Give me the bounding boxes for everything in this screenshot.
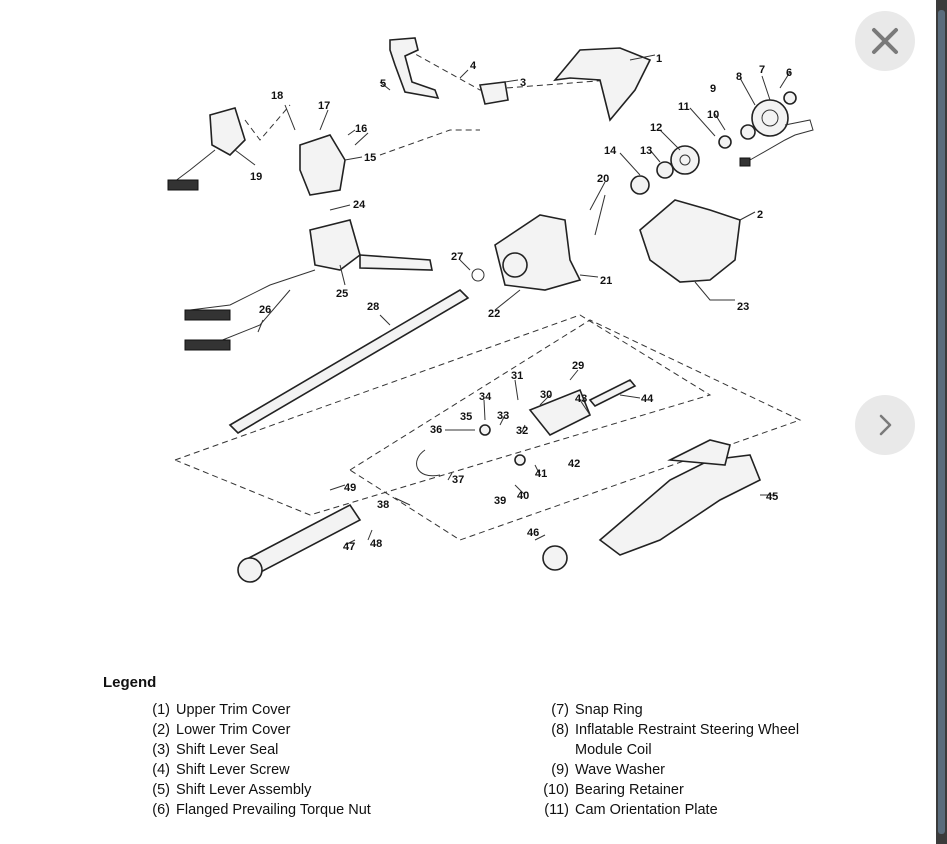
legend-item-text: Flanged Prevailing Torque Nut [176,802,371,818]
callout-8: 8 [736,71,742,83]
steering-column-exploded-diagram: 1 2 3 4 5 6 7 8 9 10 11 12 13 14 15 16 1… [150,20,830,620]
callout-14: 14 [604,145,617,157]
callout-19: 19 [250,171,262,183]
callout-33: 33 [497,410,509,422]
callout-24: 24 [353,199,366,211]
legend-item: (3) Shift Lever Seal [136,740,371,760]
legend-item-number: (7) [551,702,569,718]
callout-47: 47 [343,541,355,553]
legend-item-number: (10) [543,782,569,798]
legend-item: (4) Shift Lever Screw [136,760,371,780]
chevron-right-icon [879,414,892,436]
legend-item-number: (2) [152,722,170,738]
diagram-svg: 1 2 3 4 5 6 7 8 9 10 11 12 13 14 15 16 1… [167,37,814,583]
legend-title: Legend [103,674,157,691]
legend-item-number: (9) [551,762,569,778]
next-image-button[interactable] [855,395,915,455]
callout-22: 22 [488,308,500,320]
legend-item: (7) Snap Ring [535,700,835,720]
callout-9: 9 [710,83,716,95]
legend-item-text: Shift Lever Seal [176,742,279,758]
callout-34: 34 [479,391,492,403]
legend-item-number: (8) [551,722,569,738]
legend-item-number: (3) [152,742,170,758]
legend-item: (1) Upper Trim Cover [136,700,371,720]
callout-5: 5 [380,78,386,90]
callout-41: 41 [535,468,547,480]
legend-item: (8) Inflatable Restraint Steering Wheel M… [535,720,835,760]
legend-item: (2) Lower Trim Cover [136,720,371,740]
legend-item-number: (1) [152,702,170,718]
callout-26: 26 [259,304,271,316]
callout-17: 17 [318,100,330,112]
callout-18: 18 [271,90,283,102]
callout-29: 29 [572,360,584,372]
callout-37: 37 [452,474,464,486]
callout-7: 7 [759,64,765,76]
callout-35: 35 [460,411,472,423]
legend-item: (5) Shift Lever Assembly [136,780,371,800]
legend-left-column: (1)Upper Trim Cover (2)Lower Trim Cover … [136,700,371,820]
close-icon [872,28,898,54]
callout-23: 23 [737,301,749,313]
legend-right-column: (7) Snap Ring (8) Inflatable Restraint Ste… [535,700,835,820]
callout-48: 48 [370,538,382,550]
callout-28: 28 [367,301,379,313]
legend-item-text: Shift Lever Assembly [176,782,312,798]
callout-30: 30 [540,389,552,401]
callout-49: 49 [344,482,356,494]
legend-item-text: Snap Ring [575,702,643,718]
callout-10: 10 [707,109,719,121]
callout-3: 3 [520,77,526,89]
legend-item: (6) Flanged Prevailing Torque Nut [136,800,371,820]
callout-36: 36 [430,424,442,436]
callout-32: 32 [516,425,528,437]
legend-item-text: Wave Washer [575,762,665,778]
close-button[interactable] [855,11,915,71]
callout-39: 39 [494,495,506,507]
legend-item-number: (5) [152,782,170,798]
scrollbar-thumb[interactable] [938,10,945,834]
callout-45: 45 [766,491,778,503]
legend-item-text: Cam Orientation Plate [575,802,718,818]
callout-4: 4 [470,60,477,72]
callout-46: 46 [527,527,539,539]
legend-item-text: Inflatable Restraint Steering Wheel Modu… [575,722,800,758]
callout-43: 43 [575,393,587,405]
callout-1: 1 [656,53,662,65]
legend-item-text: Lower Trim Cover [176,722,291,738]
callout-21: 21 [600,275,612,287]
legend-item: (9) Wave Washer [535,760,835,780]
callout-15: 15 [364,152,376,164]
legend-item-number: (6) [152,802,170,818]
callout-40: 40 [517,490,529,502]
callout-16: 16 [355,123,367,135]
callout-38: 38 [377,499,389,511]
legend-item: (10) Bearing Retainer [535,780,835,800]
callout-13: 13 [640,145,652,157]
callout-12: 12 [650,122,662,134]
legend-item-text: Bearing Retainer [575,782,684,798]
callout-11: 11 [678,101,690,113]
legend-item-text: Upper Trim Cover [176,702,291,718]
callout-6: 6 [786,67,792,79]
legend-item-number: (11) [544,802,569,818]
legend-item: (11) Cam Orientation Plate [535,800,835,820]
legend-item-text: Shift Lever Screw [176,762,290,778]
callout-25: 25 [336,288,348,300]
legend-item-number: (4) [152,762,170,778]
callout-31: 31 [511,370,523,382]
callout-27: 27 [451,251,463,263]
callout-44: 44 [641,393,654,405]
callout-42: 42 [568,458,580,470]
callout-20: 20 [597,173,609,185]
callout-2: 2 [757,209,763,221]
